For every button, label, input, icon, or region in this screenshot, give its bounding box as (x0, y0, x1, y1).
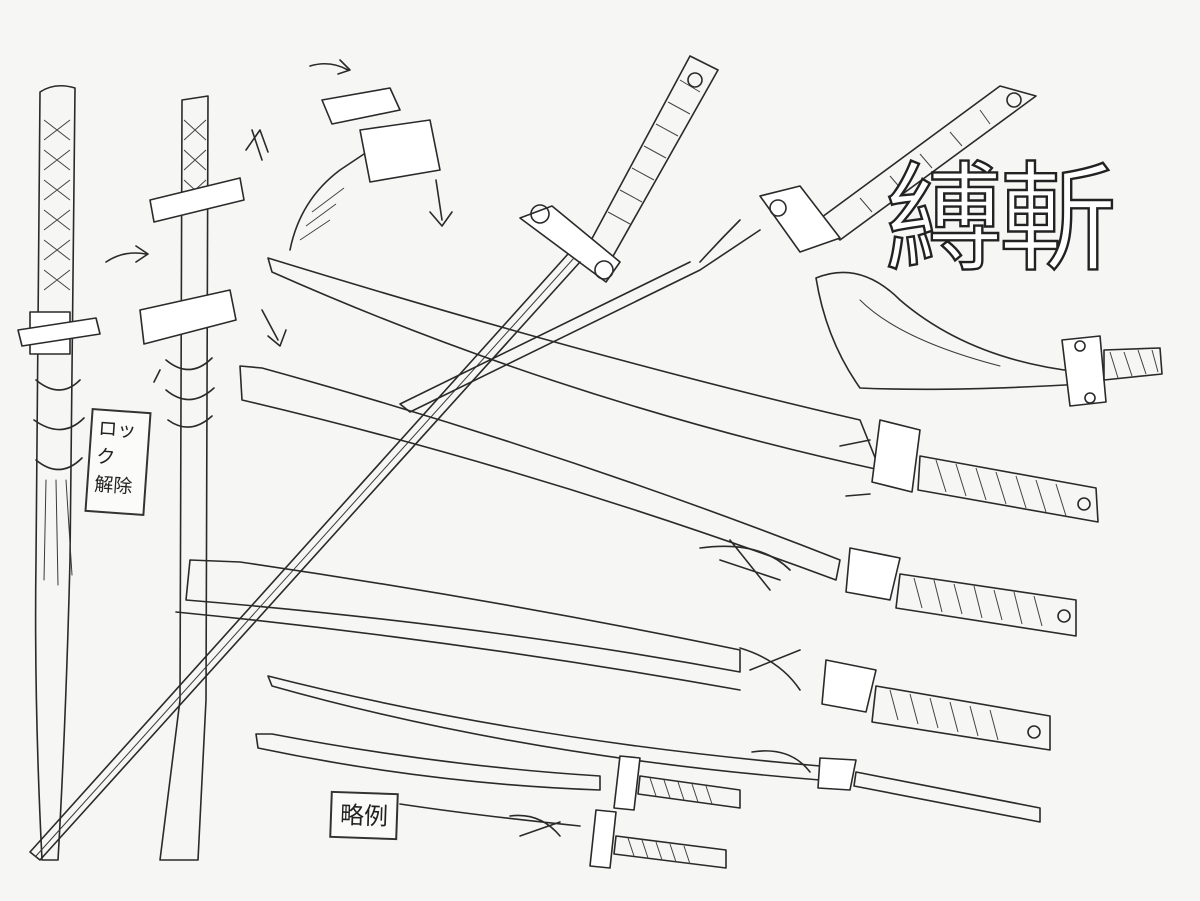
sword-small-upper (255, 733, 741, 811)
vertical-scabbard-left (17, 84, 101, 861)
abbreviated-example-note: 略例 (329, 790, 399, 841)
sword-horizontal-3 (175, 559, 1051, 751)
hilt-lock-detail (289, 59, 453, 251)
vertical-scabbard-center (139, 95, 269, 861)
sword-horizontal-4 (267, 675, 1041, 823)
crescent-blade (815, 271, 1163, 407)
sword-horizontal-2 (239, 365, 1077, 637)
sword-diagonal-right (399, 85, 1037, 413)
sword-horizontal-1 (267, 257, 1099, 523)
sword-small-lower (399, 803, 727, 869)
lock-release-note: ロック 解除 (84, 408, 152, 516)
title-calligraphy: 縛斬 (884, 150, 1118, 288)
motion-arrows (105, 245, 287, 383)
